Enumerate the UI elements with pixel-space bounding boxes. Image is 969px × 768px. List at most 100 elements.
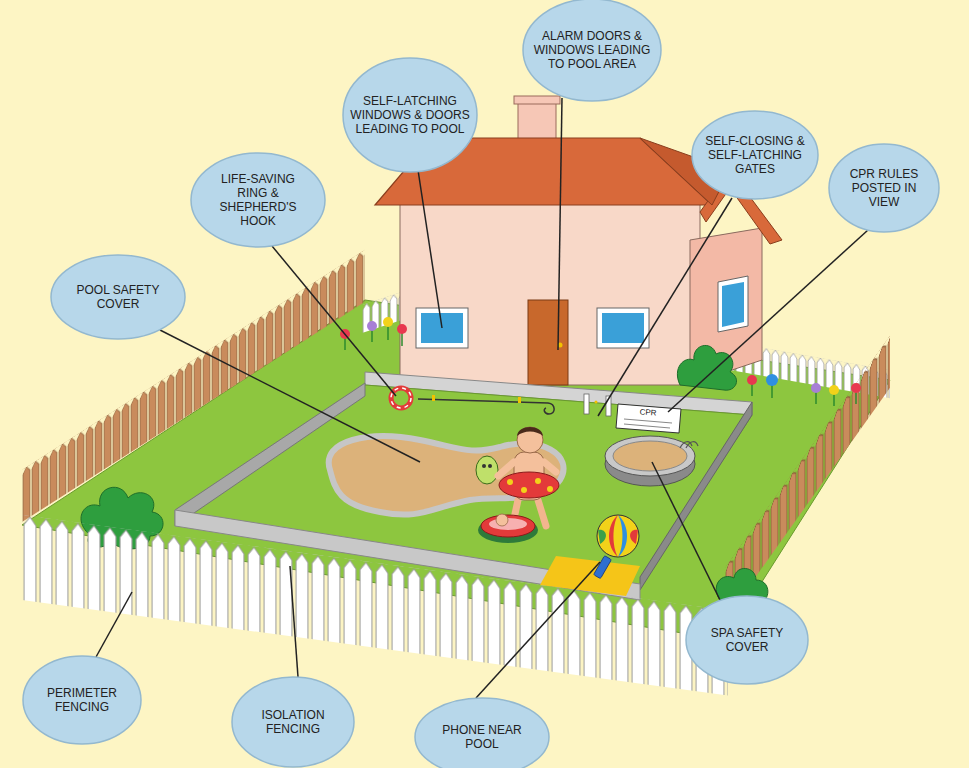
callout-text-column: PERIMETER FENCING <box>37 686 127 714</box>
callout-ellipse: ISOLATION FENCING <box>231 676 355 768</box>
perimeter-fence-part <box>22 515 728 695</box>
leader-line-part <box>418 170 442 328</box>
callout-text-column: CPR RULES POSTED IN VIEW <box>841 167 927 209</box>
people-part <box>496 514 508 526</box>
callout-text-column: POOL SAFETY COVER <box>68 283 168 311</box>
leader-line-part <box>652 462 720 600</box>
house-part <box>602 313 644 343</box>
house-part <box>722 282 744 327</box>
leader-line-part <box>668 230 868 412</box>
flowers-part <box>344 338 346 350</box>
leader-line <box>96 98 868 698</box>
gate-part <box>595 401 598 404</box>
callout-text-wrap: LIFE-SAVING RING & SHEPHERD'S HOOK <box>190 152 326 248</box>
flowers-part <box>851 383 861 393</box>
flowers-part <box>387 326 389 340</box>
leader-line-part <box>96 592 132 657</box>
leader-line-part <box>290 566 298 677</box>
people-part <box>547 486 553 492</box>
people-part <box>481 515 535 537</box>
callout-text: ALARM DOORS & WINDOWS LEADING TO POOL AR… <box>532 29 652 71</box>
life-ring-and-hook-part <box>518 397 521 403</box>
callout-text: ISOLATION FENCING <box>248 708 338 736</box>
cpr-sign-part <box>624 424 670 428</box>
callout-text: LIFE-SAVING RING & SHEPHERD'S HOOK <box>208 172 308 228</box>
house-part <box>597 308 649 348</box>
people-part <box>488 464 492 468</box>
flowers-part <box>855 392 857 404</box>
people-part <box>507 479 513 485</box>
people-part <box>476 456 498 484</box>
callout-ellipse-shape <box>51 255 185 339</box>
callout-ellipse: SELF-LATCHING WINDOWS & DOORS LEADING TO… <box>342 57 478 173</box>
callout-text: POOL SAFETY COVER <box>68 283 168 311</box>
callout-ellipse: SPA SAFETY COVER <box>685 595 809 685</box>
callout-ellipse-shape <box>23 656 141 744</box>
callout-ellipse: ALARM DOORS & WINDOWS LEADING TO POOL AR… <box>522 0 662 102</box>
people-part <box>535 478 541 484</box>
people-part <box>521 487 527 493</box>
life-ring-and-hook-part <box>391 388 411 408</box>
leader-line-part <box>272 246 396 396</box>
callout-text-column: SELF-CLOSING & SELF-LATCHING GATES <box>700 134 810 176</box>
callout-text: SPA SAFETY COVER <box>702 626 792 654</box>
house-part <box>718 276 748 332</box>
flowers-part <box>371 330 373 342</box>
callout-text-wrap: SELF-LATCHING WINDOWS & DOORS LEADING TO… <box>342 57 478 173</box>
house-part <box>528 300 568 385</box>
bush-part <box>677 345 736 390</box>
house-part <box>400 195 700 385</box>
people-part <box>517 427 543 436</box>
callout-text-wrap: PERIMETER FENCING <box>22 655 142 745</box>
perimeter-fence <box>22 515 728 695</box>
callout-text-wrap: ISOLATION FENCING <box>231 676 355 768</box>
leader-line-part <box>558 98 562 350</box>
beach-ball-part <box>618 515 627 557</box>
callout-text: CPR RULES POSTED IN VIEW <box>841 167 927 209</box>
callout-text: PERIMETER FENCING <box>37 686 127 714</box>
beach-ball-part <box>609 515 618 557</box>
gate <box>584 394 611 416</box>
flowers-part <box>751 384 753 396</box>
flowers-part <box>747 375 757 385</box>
flowers-part <box>401 333 403 346</box>
flowers-part <box>383 317 393 327</box>
flowers-part <box>397 324 407 334</box>
flowers-part <box>815 392 817 404</box>
house-part <box>514 96 560 104</box>
leader-line-part <box>598 198 732 416</box>
flowers-part <box>829 385 839 395</box>
callout-text-column: LIFE-SAVING RING & SHEPHERD'S HOOK <box>208 172 308 228</box>
callout-ellipse: POOL SAFETY COVER <box>50 254 186 340</box>
callout-text-wrap: CPR RULES POSTED IN VIEW <box>828 143 940 233</box>
leader-line-part <box>160 330 420 462</box>
callout-text-column: ISOLATION FENCING <box>248 708 338 736</box>
beach-ball-part <box>598 530 606 544</box>
flowers-part <box>766 374 778 386</box>
spa-part <box>605 442 695 486</box>
callout-ellipse: LIFE-SAVING RING & SHEPHERD'S HOOK <box>190 152 326 248</box>
callout-text: PHONE NEAR POOL <box>432 723 532 751</box>
callout-text-wrap: SELF-CLOSING & SELF-LATCHING GATES <box>691 110 819 200</box>
callout-text-column: SELF-LATCHING WINDOWS & DOORS LEADING TO… <box>349 94 471 136</box>
spa-part <box>605 436 695 476</box>
life-ring-and-hook-part <box>391 388 411 408</box>
callout-ellipse-shape <box>415 698 549 768</box>
spa <box>605 436 698 486</box>
people-part <box>499 472 559 498</box>
life-ring-and-hook-part <box>418 399 554 414</box>
callout-ellipse-shape <box>191 153 325 247</box>
callout-ellipse: PHONE NEAR POOL <box>414 697 550 768</box>
spa-part <box>680 442 698 448</box>
people-part <box>517 427 543 453</box>
callout-ellipse-shape <box>523 0 661 101</box>
callout-ellipse-shape <box>692 111 818 199</box>
gate-part <box>584 394 589 414</box>
flowers-part <box>367 321 377 331</box>
people-part <box>482 464 486 468</box>
callout-text-column: PHONE NEAR POOL <box>432 723 532 751</box>
callout-ellipse-shape <box>829 144 939 232</box>
